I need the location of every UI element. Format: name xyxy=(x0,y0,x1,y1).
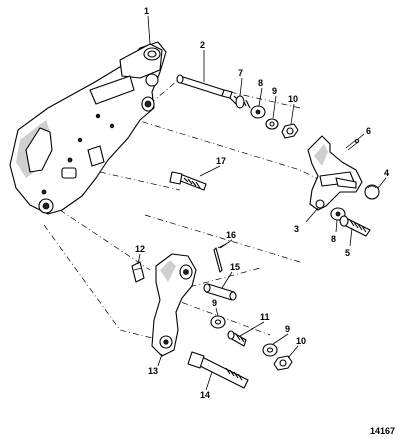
knob-part-4 xyxy=(364,184,380,200)
bolt-part-14 xyxy=(187,351,249,389)
pivot-pin-part-2 xyxy=(176,74,233,99)
figure-id: 14167 xyxy=(370,426,395,436)
callout-leaders xyxy=(137,15,387,391)
callout-13: 13 xyxy=(148,366,158,376)
spring-part-7 xyxy=(229,95,251,109)
callout-15: 15 xyxy=(230,262,240,272)
main-bracket-part-1 xyxy=(9,41,167,215)
callout-3: 3 xyxy=(294,224,299,234)
callout-8-mid: 8 xyxy=(331,234,336,244)
callout-16: 16 xyxy=(226,230,236,240)
callout-10-lower: 10 xyxy=(296,336,306,346)
callout-labels: 1 2 3 4 5 6 7 8 8 9 9 9 10 10 11 12 13 1… xyxy=(135,6,389,400)
callout-10-upper: 10 xyxy=(288,94,298,104)
callout-1: 1 xyxy=(144,6,149,16)
clip-part-12 xyxy=(131,261,145,283)
callout-11: 11 xyxy=(260,312,270,322)
callout-5: 5 xyxy=(345,248,350,258)
callout-9-upper: 9 xyxy=(272,86,277,96)
callout-9-lower-left: 9 xyxy=(212,298,217,308)
callout-14: 14 xyxy=(200,390,210,400)
screw-part-11 xyxy=(227,330,247,347)
nut-part-10-lower xyxy=(273,355,293,371)
callout-12: 12 xyxy=(135,244,145,254)
callout-7: 7 xyxy=(238,68,243,78)
pin-part-15 xyxy=(203,283,237,301)
latch-part-3 xyxy=(307,135,363,211)
washer-part-8-upper xyxy=(250,105,266,119)
washer-part-9-lower-left xyxy=(210,315,226,329)
cotter-pin-part-6 xyxy=(345,138,360,151)
screw-part-17 xyxy=(169,171,207,191)
callout-8-upper: 8 xyxy=(258,78,263,88)
callout-6: 6 xyxy=(366,126,371,136)
callout-4: 4 xyxy=(384,168,389,178)
callout-17: 17 xyxy=(216,156,226,166)
washer-part-9-upper xyxy=(265,118,279,130)
washer-part-9-lower-right xyxy=(262,343,278,357)
callout-9-lower-right: 9 xyxy=(285,324,290,334)
spring-pin-part-16 xyxy=(213,243,227,273)
callout-2: 2 xyxy=(200,40,205,50)
nut-part-10-upper xyxy=(281,123,299,139)
arm-part-13 xyxy=(151,253,197,357)
bolt-part-5 xyxy=(339,215,371,237)
